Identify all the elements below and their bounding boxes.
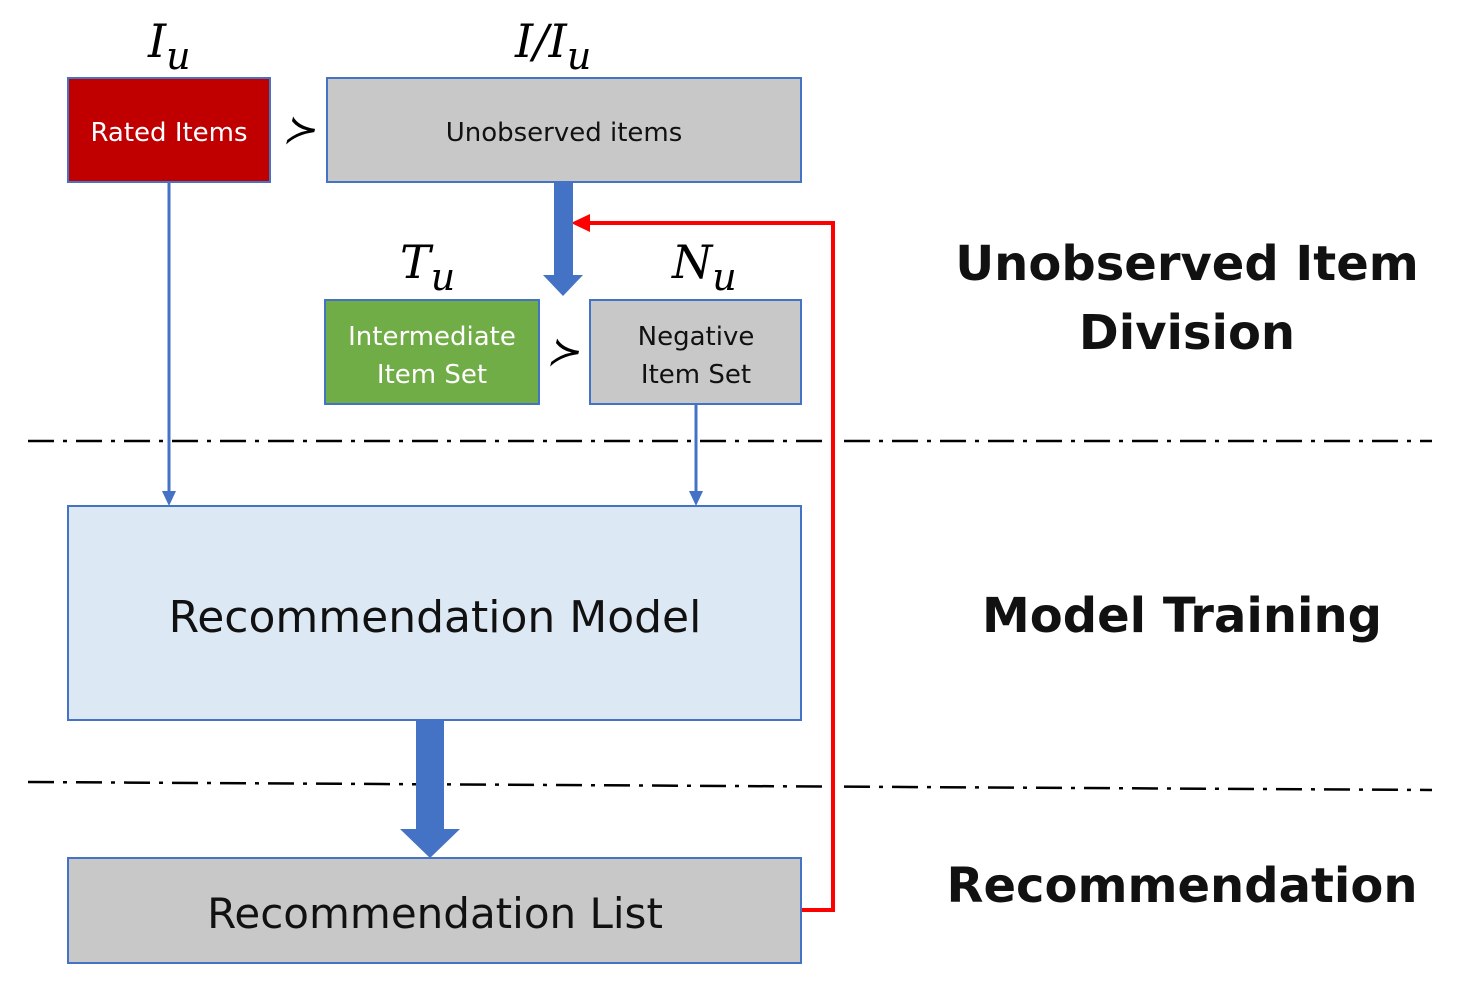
stage-training-label: Model Training — [982, 588, 1382, 644]
model-to-list-thick-arrow — [400, 720, 460, 858]
rated-items-box — [67, 77, 271, 183]
rated-items-label: Rated Items — [90, 118, 247, 148]
separator-line-bottom — [27, 780, 1433, 792]
unobserved-items-box — [326, 77, 802, 183]
rated-set-symbol-base: I — [147, 14, 167, 68]
negative-item-set-box — [589, 299, 802, 405]
intermediate-set-symbol-base: T — [400, 235, 434, 289]
preference-symbol-middle: ≻ — [546, 329, 580, 375]
intermediate-label-line1: Intermediate — [348, 322, 516, 352]
recommendation-model-box — [67, 505, 802, 721]
division-thick-arrow — [543, 182, 583, 296]
stage-recommendation-label: Recommendation — [947, 858, 1418, 914]
unobserved-set-symbol-sub: u — [567, 34, 591, 78]
unobserved-set-symbol: I/Iu — [514, 14, 591, 78]
intermediate-item-set-box — [324, 299, 540, 405]
intermediate-set-symbol: Tu — [400, 235, 455, 299]
preference-symbol-top: ≻ — [282, 107, 316, 153]
rated-to-model-arrowhead — [162, 491, 176, 506]
stage-division-label-line1: Unobserved Item — [955, 236, 1419, 292]
negative-set-symbol-base: N — [671, 235, 714, 289]
stage-division-label-line2: Division — [1079, 305, 1295, 361]
negative-set-symbol: Nu — [671, 235, 737, 299]
feedback-arrow-line — [587, 221, 835, 912]
recommendation-list-label: Recommendation List — [207, 889, 663, 938]
feedback-arrowhead — [571, 214, 590, 232]
rated-set-symbol-sub: u — [166, 34, 190, 78]
intermediate-set-symbol-sub: u — [431, 255, 455, 299]
unobserved-items-label: Unobserved items — [446, 118, 683, 148]
rated-set-symbol: Iu — [147, 14, 191, 78]
negative-label-line1: Negative — [638, 322, 755, 352]
unobserved-set-symbol-base: I/I — [514, 14, 568, 68]
negative-set-symbol-sub: u — [712, 255, 736, 299]
negative-label-line2: Item Set — [641, 360, 751, 390]
recommendation-model-label: Recommendation Model — [169, 592, 702, 643]
negative-to-model-arrowhead — [689, 491, 703, 506]
recommendation-list-box — [67, 857, 802, 964]
intermediate-label-line2: Item Set — [377, 360, 487, 390]
